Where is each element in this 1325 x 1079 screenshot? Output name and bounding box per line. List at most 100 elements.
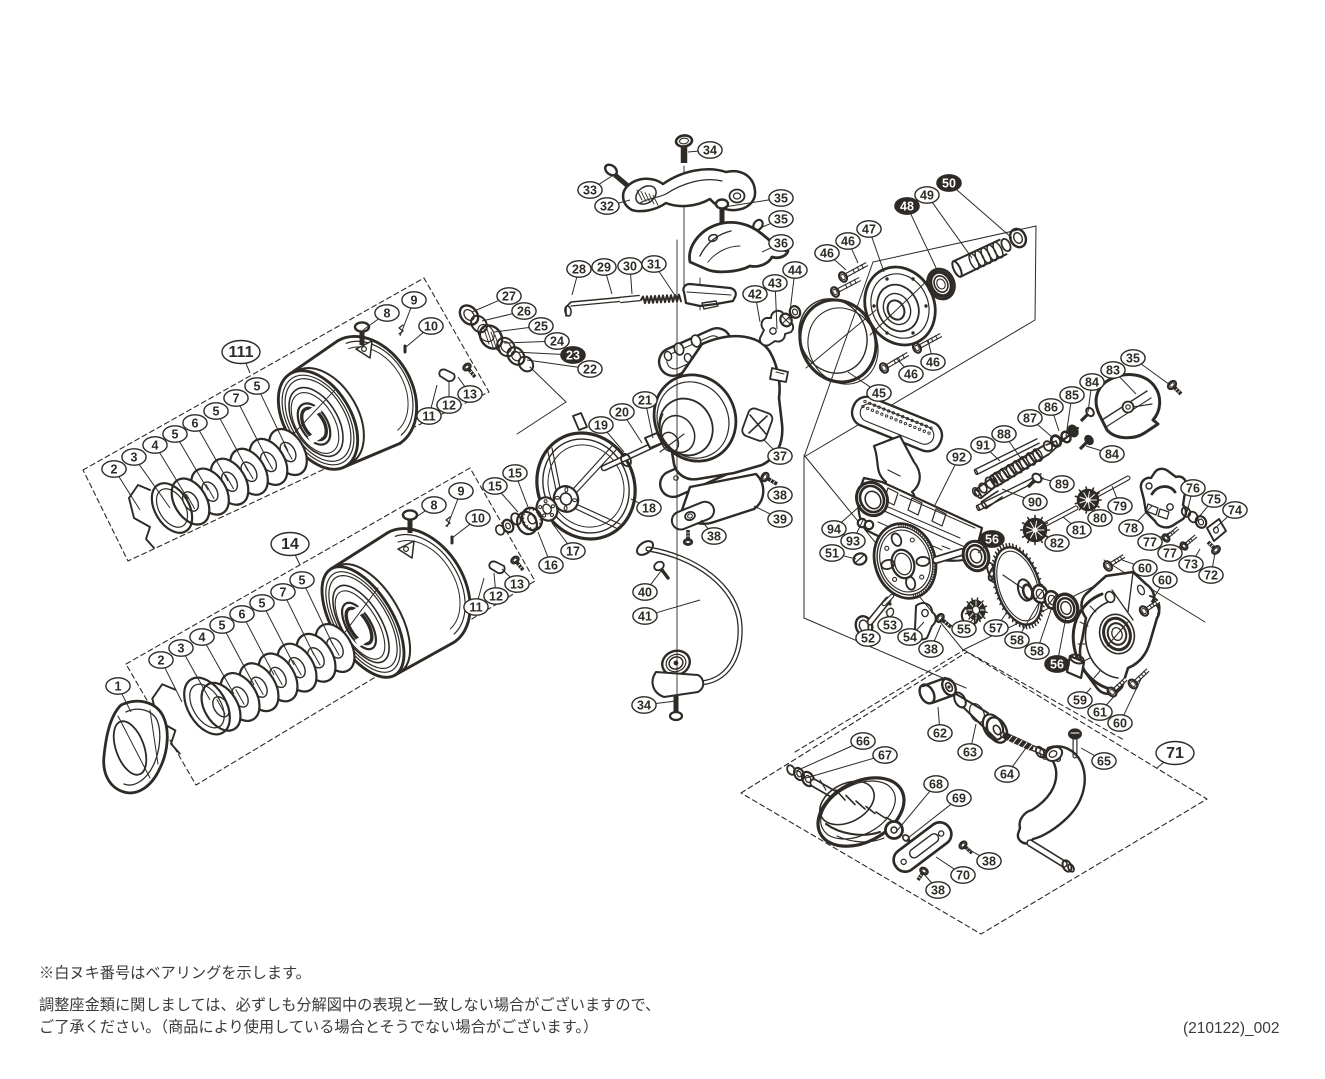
svg-text:ご了承ください。（商品により使用している場合とそうでない場合: ご了承ください。（商品により使用している場合とそうでない場合がございます。） [39,1018,598,1036]
svg-text:90: 90 [1028,496,1042,510]
svg-text:29: 29 [597,261,611,275]
svg-text:68: 68 [929,778,943,792]
svg-text:38: 38 [931,884,945,898]
svg-text:15: 15 [488,480,502,494]
svg-text:59: 59 [1073,694,1087,708]
svg-text:38: 38 [982,855,996,869]
svg-text:53: 53 [883,619,897,633]
svg-text:1: 1 [115,680,122,694]
svg-text:34: 34 [637,699,651,713]
svg-text:※白ヌキ番号はベアリングを示します。: ※白ヌキ番号はベアリングを示します。 [39,965,311,982]
svg-text:38: 38 [773,489,787,503]
svg-text:77: 77 [1163,547,1177,561]
svg-text:49: 49 [920,189,934,203]
svg-text:65: 65 [1097,755,1111,769]
svg-text:18: 18 [642,502,656,516]
svg-text:30: 30 [623,260,637,274]
svg-text:46: 46 [926,356,940,370]
svg-text:4: 4 [199,631,206,645]
svg-text:20: 20 [615,406,629,420]
svg-text:70: 70 [956,869,970,883]
svg-text:45: 45 [872,387,886,401]
svg-text:22: 22 [583,363,597,377]
svg-text:74: 74 [1228,504,1242,518]
svg-text:5: 5 [172,428,179,442]
svg-text:8: 8 [384,307,391,321]
svg-text:5: 5 [219,619,226,633]
svg-text:5: 5 [213,405,220,419]
svg-text:28: 28 [572,263,586,277]
svg-text:25: 25 [534,320,548,334]
svg-text:72: 72 [1204,569,1218,583]
svg-text:16: 16 [544,559,558,573]
svg-text:21: 21 [638,394,652,408]
svg-text:3: 3 [131,451,138,465]
svg-text:58: 58 [1010,634,1024,648]
svg-text:5: 5 [299,574,306,588]
svg-text:12: 12 [489,590,503,604]
svg-text:79: 79 [1113,500,1127,514]
svg-text:48: 48 [900,200,914,214]
svg-text:23: 23 [566,349,580,363]
svg-text:39: 39 [773,513,787,527]
svg-text:56: 56 [1050,658,1064,672]
svg-text:19: 19 [594,419,608,433]
svg-text:38: 38 [924,643,938,657]
svg-text:12: 12 [442,399,456,413]
svg-text:73: 73 [1184,558,1198,572]
svg-text:6: 6 [192,417,199,431]
svg-text:31: 31 [647,258,661,272]
svg-text:13: 13 [463,388,477,402]
svg-text:93: 93 [846,535,860,549]
svg-text:67: 67 [878,749,892,763]
svg-text:33: 33 [583,184,597,198]
svg-text:(210122)_002: (210122)_002 [1183,1020,1280,1037]
svg-text:83: 83 [1106,364,1120,378]
svg-text:32: 32 [600,200,614,214]
svg-text:84: 84 [1085,376,1099,390]
svg-text:9: 9 [411,294,418,308]
svg-text:5: 5 [259,597,266,611]
svg-text:43: 43 [768,277,782,291]
svg-text:82: 82 [1050,537,1064,551]
svg-text:2: 2 [158,654,165,668]
svg-text:42: 42 [748,288,762,302]
svg-text:60: 60 [1138,562,1152,576]
svg-text:94: 94 [827,523,841,537]
svg-text:2: 2 [111,463,118,477]
svg-text:80: 80 [1093,512,1107,526]
svg-text:8: 8 [431,499,438,513]
svg-text:60: 60 [1158,574,1172,588]
svg-text:15: 15 [508,467,522,481]
svg-text:38: 38 [707,530,721,544]
svg-text:17: 17 [566,545,580,559]
svg-text:60: 60 [1113,717,1127,731]
svg-text:5: 5 [254,380,261,394]
svg-text:13: 13 [510,578,524,592]
svg-text:9: 9 [458,485,465,499]
svg-text:34: 34 [703,144,717,158]
svg-text:85: 85 [1065,389,1079,403]
svg-text:10: 10 [424,320,438,334]
svg-text:57: 57 [989,622,1003,636]
svg-text:11: 11 [422,410,435,424]
svg-text:69: 69 [952,792,966,806]
svg-text:27: 27 [502,290,516,304]
svg-text:4: 4 [152,439,159,453]
svg-text:56: 56 [985,533,999,547]
svg-text:71: 71 [1166,745,1184,762]
svg-text:52: 52 [861,632,875,646]
svg-text:46: 46 [904,368,918,382]
svg-text:46: 46 [841,235,855,249]
svg-text:77: 77 [1143,536,1157,550]
svg-text:88: 88 [997,428,1011,442]
svg-text:47: 47 [862,223,876,237]
svg-text:35: 35 [1126,352,1140,366]
svg-text:63: 63 [963,746,977,760]
svg-text:26: 26 [517,305,531,319]
svg-text:14: 14 [281,536,299,553]
svg-text:10: 10 [471,512,485,526]
svg-text:87: 87 [1023,412,1037,426]
svg-text:84: 84 [1105,448,1119,462]
svg-text:7: 7 [280,586,287,600]
